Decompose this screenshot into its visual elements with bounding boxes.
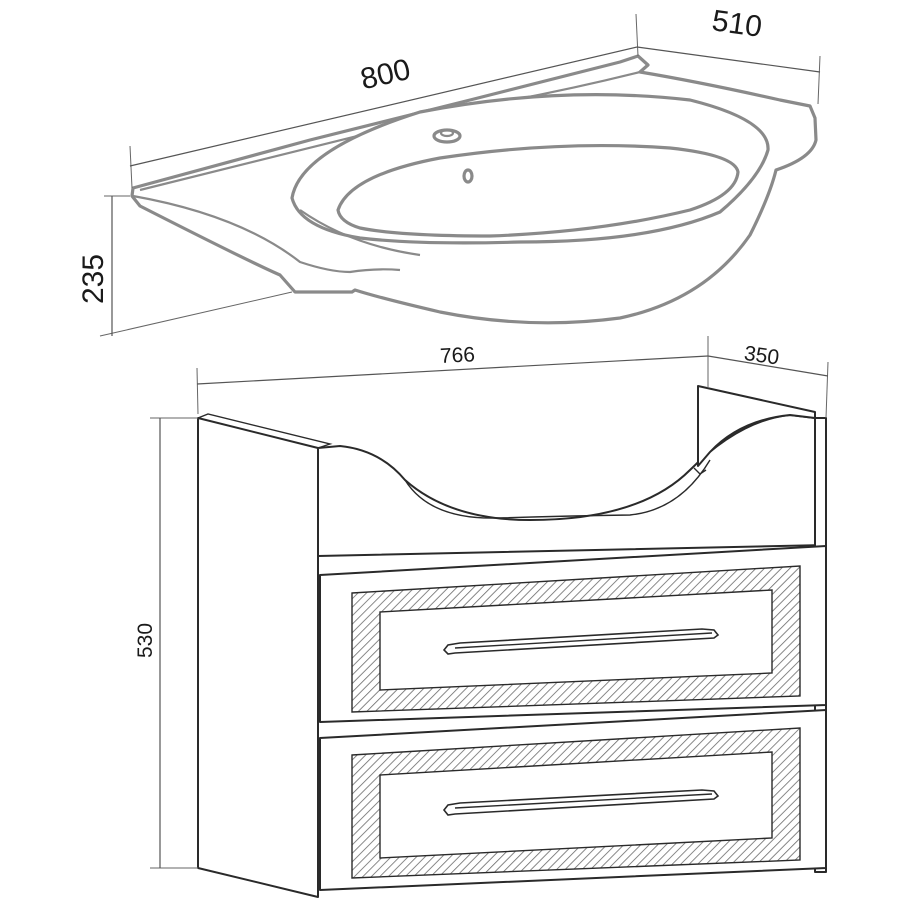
cabinet-width-label: 766 bbox=[439, 343, 475, 368]
basin-depth-label: 510 bbox=[710, 4, 764, 44]
cabinet-back-panel bbox=[697, 385, 816, 467]
overflow-hole bbox=[462, 168, 474, 184]
basin-height-label: 235 bbox=[77, 254, 110, 304]
basin-dimensions bbox=[99, 13, 821, 337]
vanity-cabinet bbox=[197, 385, 827, 898]
cabinet-left-side bbox=[197, 417, 319, 898]
washbasin bbox=[130, 54, 818, 325]
drawer-top-panel bbox=[351, 565, 801, 713]
drawer-bottom-panel bbox=[351, 727, 801, 879]
cabinet-front-upper bbox=[317, 414, 827, 557]
basin-width-label: 800 bbox=[357, 53, 413, 96]
drawer-bottom[interactable] bbox=[319, 709, 827, 891]
dim-basin-depth bbox=[636, 46, 821, 73]
cabinet-dimensions bbox=[150, 336, 829, 869]
basin-shoulder bbox=[299, 209, 421, 257]
dim-cabinet-width bbox=[196, 355, 709, 385]
basin-front-edge bbox=[132, 194, 401, 274]
drawer-top[interactable] bbox=[319, 545, 827, 723]
cabinet-height-label: 530 bbox=[134, 623, 157, 658]
cabinet-cutout bbox=[404, 459, 711, 519]
dim-basin-width bbox=[129, 46, 638, 167]
cabinet-depth-label: 350 bbox=[743, 342, 781, 370]
drawer-top-handle[interactable] bbox=[442, 628, 720, 655]
basin-bowl-inner bbox=[336, 143, 740, 238]
dim-cabinet-depth bbox=[707, 355, 829, 377]
drawer-bottom-handle[interactable] bbox=[442, 789, 720, 816]
